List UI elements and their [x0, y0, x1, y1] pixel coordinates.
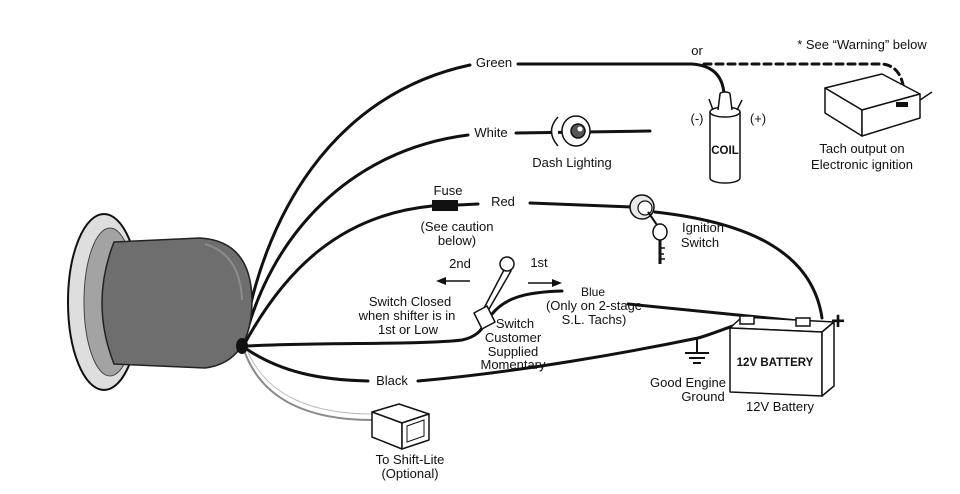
switch-type-line4: Momentary	[480, 357, 546, 372]
red-wire-to-fuse	[243, 204, 434, 345]
wire-gauge-to-shift-switch	[244, 322, 486, 348]
blue-note-line2: S.L. Tachs)	[562, 312, 627, 327]
shift-lite-label-line1: To Shift-Lite	[376, 452, 445, 467]
switch-type-line1: Switch	[496, 316, 534, 331]
white-wire-to-label	[242, 133, 470, 345]
tach-output-label-line2: Electronic ignition	[811, 157, 913, 172]
red-wire-label: Red	[491, 194, 515, 209]
tach-output-label-line1: Tach output on	[819, 141, 904, 156]
white-wire-label: White	[474, 125, 507, 140]
switch-closed-line2: when shifter is in	[358, 308, 456, 323]
warning-note: * See “Warning” below	[797, 37, 927, 52]
or-label: or	[691, 43, 703, 58]
ground-icon	[685, 339, 709, 364]
black-wire-to-label	[243, 346, 370, 383]
coil-positive-terminal	[736, 99, 743, 111]
bulb-filament	[577, 126, 583, 132]
fuse-label: Fuse	[434, 183, 463, 198]
dash-lighting-label: Dash Lighting	[532, 155, 612, 170]
shift-lite-connector	[371, 403, 430, 450]
shift-switch	[473, 256, 515, 330]
arrow-left-icon	[436, 277, 470, 285]
green-wire-to-label	[241, 63, 472, 345]
bulb-glass	[570, 123, 586, 139]
shifter-lever	[481, 267, 512, 313]
shift-lite-wire-outline	[247, 351, 373, 415]
coil-negative-label: (-)	[691, 111, 704, 126]
shift-lite-label-line2: (Optional)	[381, 466, 438, 481]
ignition-switch-face	[637, 200, 653, 216]
key-icon	[647, 211, 668, 264]
battery-label: 12V BATTERY	[737, 357, 814, 369]
second-gear-label: 2nd	[449, 256, 471, 271]
black-wire-label: Black	[376, 373, 408, 388]
coil-body	[709, 112, 741, 184]
battery-positive-terminal	[795, 317, 811, 327]
coil-negative-terminal	[708, 98, 714, 111]
green-wire-to-coil	[516, 62, 726, 96]
ground-label-line2: Ground	[681, 389, 724, 404]
ignition-switch	[629, 194, 668, 264]
gauge-body	[101, 237, 253, 369]
dash-light-bulb	[550, 115, 591, 147]
gauge-body-highlight	[204, 243, 243, 301]
ignition-switch-label-line2: Switch	[681, 235, 719, 250]
switch-type-line2: Customer	[485, 330, 542, 345]
coil-label: COIL	[711, 145, 738, 157]
first-gear-label: 1st	[530, 255, 548, 270]
ignition-switch-label-line1: Ignition	[682, 220, 724, 235]
ignition-coil: COIL	[708, 91, 743, 184]
battery-side	[821, 321, 835, 397]
fuse-caution-line1: (See caution	[421, 219, 494, 234]
switch-type-line3: Supplied	[488, 344, 539, 359]
coil-positive-label: (+)	[750, 111, 766, 126]
black-wire-to-ground	[416, 320, 748, 383]
ground-label-line1: Good Engine	[650, 375, 726, 390]
shift-switch-bracket	[473, 305, 496, 330]
bulb-bracket	[550, 116, 559, 147]
battery-positive-sign: +	[831, 308, 845, 335]
module-connector	[896, 102, 908, 107]
switch-closed-line1: Switch Closed	[369, 294, 451, 309]
wires	[241, 62, 906, 421]
red-wire-to-battery	[653, 210, 824, 320]
tach-output-module	[824, 73, 933, 137]
switch-closed-line3: 1st or Low	[378, 322, 439, 337]
coil-tower	[717, 91, 733, 111]
connector-socket	[406, 419, 425, 443]
red-wire-fuse-out	[456, 202, 480, 207]
blue-wire-label: Blue	[581, 285, 605, 299]
fuse	[432, 200, 458, 211]
wire-shift-switch-to-blue	[490, 289, 564, 316]
red-wire-to-ignition	[528, 201, 634, 209]
arrow-right-icon	[528, 279, 562, 287]
wire-harness-grommet	[236, 338, 248, 354]
battery-negative-terminal	[739, 315, 755, 325]
blue-note-line1: (Only on 2-stage	[546, 298, 642, 313]
battery-caption: 12V Battery	[746, 399, 814, 414]
fuse-caution-line2: below)	[438, 233, 476, 248]
battery: 12V BATTERY	[729, 315, 835, 397]
green-wire-label: Green	[476, 55, 512, 70]
shifter-knob	[499, 256, 515, 272]
module-lead	[919, 91, 933, 101]
shift-lite-wire	[243, 349, 373, 421]
tachometer-gauge	[67, 213, 253, 391]
